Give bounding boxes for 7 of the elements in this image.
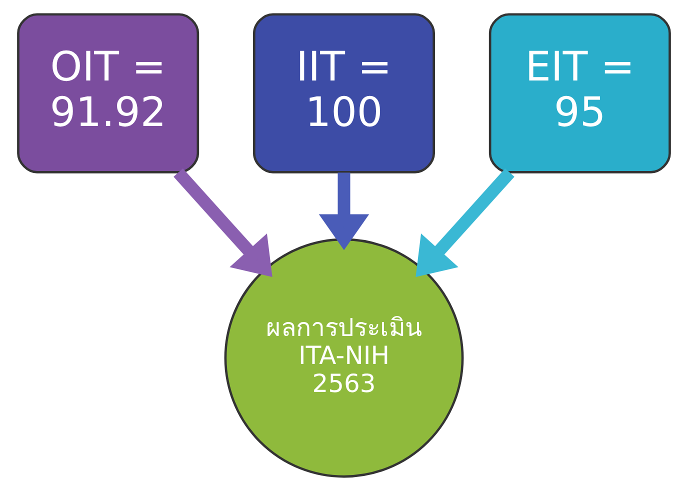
arrow (416, 168, 514, 277)
node-circle: ผลการประเมิน ITA-NIH 2563 (224, 238, 464, 478)
node-box: IIT = 100 (253, 13, 435, 174)
arrow (174, 168, 272, 277)
node-box: OIT = 91.92 (17, 13, 200, 174)
arrow (318, 172, 370, 250)
node-box: EIT = 95 (488, 13, 671, 174)
